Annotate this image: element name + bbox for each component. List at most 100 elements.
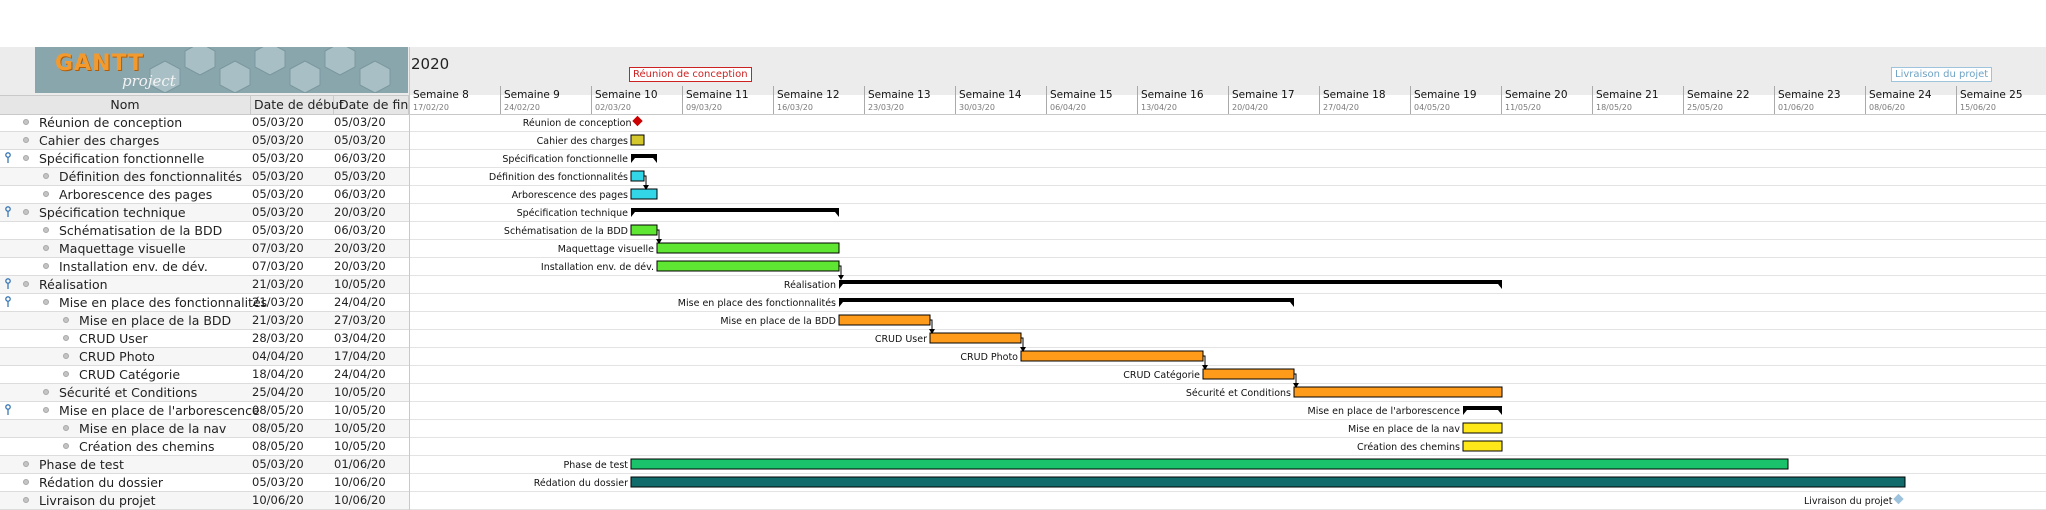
- task-end-date: 27/03/20: [334, 313, 386, 327]
- task-end-date: 06/03/20: [334, 151, 386, 165]
- week-date: 13/04/20: [1141, 103, 1177, 112]
- column-header-start-date[interactable]: Date de début: [251, 96, 344, 114]
- task-start-date: 28/03/20: [252, 331, 304, 345]
- task-bullet-icon: [23, 461, 29, 467]
- expand-toggle-icon[interactable]: [5, 206, 11, 218]
- week-label: Semaine 12: [777, 89, 840, 101]
- task-bar[interactable]: [1462, 440, 1503, 452]
- milestone-flag-delivery[interactable]: Livraison du projet: [1891, 67, 1993, 82]
- table-chart-divider[interactable]: [409, 47, 410, 510]
- task-bar[interactable]: [630, 134, 645, 146]
- task-bullet-icon: [43, 299, 49, 305]
- task-bar-label: Spécification technique: [517, 208, 629, 219]
- task-end-date: 10/05/20: [334, 439, 386, 453]
- task-bar-label: Spécification fonctionnelle: [502, 154, 628, 165]
- milestone-flag-start[interactable]: Réunion de conception: [629, 67, 752, 82]
- task-bullet-icon: [43, 227, 49, 233]
- week-label: Semaine 21: [1596, 89, 1659, 101]
- expand-toggle-icon[interactable]: [5, 296, 11, 308]
- task-bullet-icon: [63, 443, 69, 449]
- task-bar-label: Mise en place de la BDD: [720, 316, 836, 327]
- milestone-diamond-icon[interactable]: [632, 115, 643, 127]
- week-date: 27/04/20: [1323, 103, 1359, 112]
- task-start-date: 07/03/20: [252, 259, 304, 273]
- column-header-end-date[interactable]: Date de fin: [334, 96, 409, 114]
- task-bar[interactable]: [1202, 368, 1295, 380]
- task-start-date: 05/03/20: [252, 115, 304, 129]
- task-bar[interactable]: [929, 332, 1022, 344]
- task-bar-label: Création des chemins: [1357, 442, 1460, 453]
- expand-toggle-icon[interactable]: [5, 278, 11, 290]
- task-bar[interactable]: [838, 314, 931, 326]
- task-name: Spécification fonctionnelle: [39, 151, 205, 166]
- summary-bar-start-tick: [631, 158, 635, 163]
- task-name: CRUD User: [79, 331, 148, 346]
- summary-bar[interactable]: [839, 280, 1502, 284]
- dependency-arrow-icon: [929, 329, 935, 334]
- summary-bar[interactable]: [631, 154, 657, 158]
- summary-bar[interactable]: [631, 208, 839, 212]
- task-bar[interactable]: [630, 170, 645, 182]
- task-bar[interactable]: [630, 476, 1906, 488]
- task-bar[interactable]: [1462, 422, 1503, 434]
- task-bar[interactable]: [630, 224, 658, 236]
- timeline-year: 2020: [411, 55, 450, 73]
- task-bar[interactable]: [630, 458, 1789, 470]
- task-start-date: 05/03/20: [252, 457, 304, 471]
- expand-toggle-icon[interactable]: [5, 152, 11, 164]
- task-bar[interactable]: [656, 260, 840, 272]
- task-end-date: 20/03/20: [334, 259, 386, 273]
- task-bar[interactable]: [1020, 350, 1204, 362]
- summary-bar-end-tick: [653, 158, 657, 163]
- task-name: Schématisation de la BDD: [59, 223, 223, 238]
- dependency-line: [1294, 373, 1297, 387]
- column-header-name[interactable]: Nom: [0, 96, 251, 114]
- summary-bar[interactable]: [839, 298, 1294, 302]
- task-bullet-icon: [43, 263, 49, 269]
- week-date: 09/03/20: [686, 103, 722, 112]
- task-bar[interactable]: [1293, 386, 1503, 398]
- task-bar-label: Phase de test: [563, 460, 628, 471]
- task-start-date: 25/04/20: [252, 385, 304, 399]
- expand-toggle-icon[interactable]: [5, 404, 11, 416]
- task-bar[interactable]: [656, 242, 840, 254]
- summary-bar[interactable]: [1463, 406, 1502, 410]
- task-name: CRUD Photo: [79, 349, 155, 364]
- task-end-date: 20/03/20: [334, 241, 386, 255]
- week-date: 01/06/20: [1778, 103, 1814, 112]
- task-bar-label: CRUD Catégorie: [1123, 370, 1200, 381]
- week-date: 24/02/20: [504, 103, 540, 112]
- task-bar[interactable]: [630, 188, 658, 200]
- milestone-diamond-icon[interactable]: [1893, 493, 1904, 505]
- task-start-date: 04/04/20: [252, 349, 304, 363]
